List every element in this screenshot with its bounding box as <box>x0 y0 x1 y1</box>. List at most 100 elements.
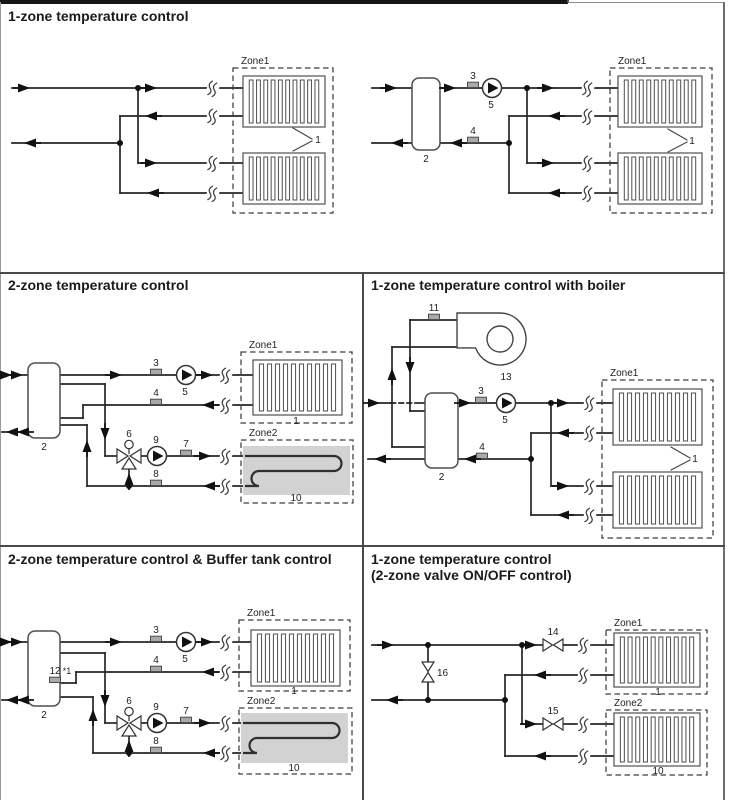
radiator-fin <box>668 79 674 124</box>
squiggle <box>224 369 231 385</box>
squiggle <box>220 634 227 650</box>
radiator-fin <box>618 475 625 525</box>
pipe-break-icon <box>579 77 597 99</box>
sensor-label: 7 <box>183 706 189 717</box>
squiggle <box>224 666 231 682</box>
squiggle <box>588 427 595 443</box>
radiator-fin <box>650 716 656 763</box>
pump-rotor <box>153 450 164 462</box>
squiggle <box>211 82 218 98</box>
squiggle <box>211 157 218 173</box>
squiggle <box>578 748 585 764</box>
sensor-label: 12 <box>49 666 61 677</box>
sensor <box>150 746 162 754</box>
squiggle <box>224 399 231 415</box>
pipe-break-icon <box>579 182 597 204</box>
zone-label: Zone1 <box>614 618 643 629</box>
flow-arrow <box>386 695 398 705</box>
flow-arrow <box>405 362 415 374</box>
squiggle <box>220 715 227 731</box>
radiator <box>617 75 703 128</box>
pipe-break-icon <box>581 392 599 414</box>
sensor-label: 4 <box>470 126 476 137</box>
sensor-label: 3 <box>478 386 484 397</box>
flow-arrow <box>548 188 560 198</box>
squiggle <box>220 745 227 761</box>
sensor <box>476 452 488 460</box>
pipe-break-icon <box>217 364 235 386</box>
radiator-fin <box>673 716 679 763</box>
label: 1 <box>291 686 297 697</box>
sensor <box>467 81 479 88</box>
zone-box <box>232 67 334 214</box>
panel-title-2zone: 2-zone temperature control <box>8 277 189 293</box>
sensor <box>150 479 162 487</box>
radiator-fin <box>681 636 687 684</box>
panel-title-1zone-valve: 1-zone temperature control (2-zone valve… <box>371 551 572 583</box>
radiator-fin <box>638 156 644 201</box>
valve-label: 15 <box>547 706 559 717</box>
valve-icon <box>420 671 436 683</box>
radiator-fin <box>666 392 673 442</box>
table-border-left <box>0 2 1 800</box>
buffer-tank <box>411 77 441 151</box>
sensor <box>150 635 162 643</box>
radiator-fin <box>270 156 276 201</box>
radiator-fin <box>322 363 329 412</box>
flow-arrow <box>18 83 30 93</box>
pipe-break-icon <box>217 661 235 683</box>
flow-arrow <box>203 748 215 758</box>
flow-arrow <box>557 398 569 408</box>
radiator-fin <box>288 633 295 683</box>
radiator-fin <box>270 79 276 124</box>
pump-label: 5 <box>488 100 494 111</box>
radiator-fin <box>298 363 305 412</box>
flow-arrow <box>11 637 23 647</box>
panel-title-line2: (2-zone valve ON/OFF control) <box>371 567 572 583</box>
pipe-break-icon <box>581 475 599 497</box>
pointer-line <box>670 446 691 459</box>
radiator-fin <box>320 633 327 683</box>
squiggle <box>586 110 593 126</box>
valve-icon <box>420 661 436 673</box>
flow-arrow <box>100 695 110 707</box>
radiator-fin <box>264 633 271 683</box>
radiator <box>612 388 703 446</box>
squiggle <box>578 716 585 732</box>
radiator-fin <box>314 79 320 124</box>
squiggle <box>588 480 595 496</box>
radiator <box>613 632 701 688</box>
buffer-tank <box>424 392 459 469</box>
radiator-fin <box>627 716 633 763</box>
radiator-fin <box>689 636 695 684</box>
flow-arrow <box>110 637 122 647</box>
pump-label: 5 <box>182 387 188 398</box>
pipe-break-icon <box>204 152 222 174</box>
mixing-valve-actuator <box>124 439 134 450</box>
pointer-line <box>292 140 313 152</box>
flow-arrow <box>557 481 569 491</box>
flow-arrow <box>548 111 560 121</box>
sensor-label: 4 <box>153 655 159 666</box>
mixing-valve-icon <box>128 447 142 465</box>
flow-arrow <box>525 640 537 650</box>
panel-title-1zone: 1-zone temperature control <box>8 8 189 24</box>
radiator-fin <box>646 156 652 201</box>
radiator-fin <box>658 716 664 763</box>
radiator-fin <box>307 79 312 124</box>
radiator-fin <box>642 392 649 442</box>
squiggle <box>588 397 595 413</box>
radiator-fin <box>653 156 659 201</box>
radiator-fin <box>676 79 682 124</box>
sensor <box>475 396 487 404</box>
label: 1 <box>689 136 695 147</box>
pipe-break-icon <box>579 152 597 174</box>
squiggle <box>224 747 231 763</box>
radiator-fin <box>631 156 637 201</box>
radiator-fin <box>626 392 633 442</box>
flow-arrow <box>201 370 213 380</box>
radiator-fin <box>653 79 659 124</box>
table-border-tick <box>567 0 569 3</box>
radiator-fin <box>650 475 657 525</box>
label: 10 <box>652 766 664 777</box>
